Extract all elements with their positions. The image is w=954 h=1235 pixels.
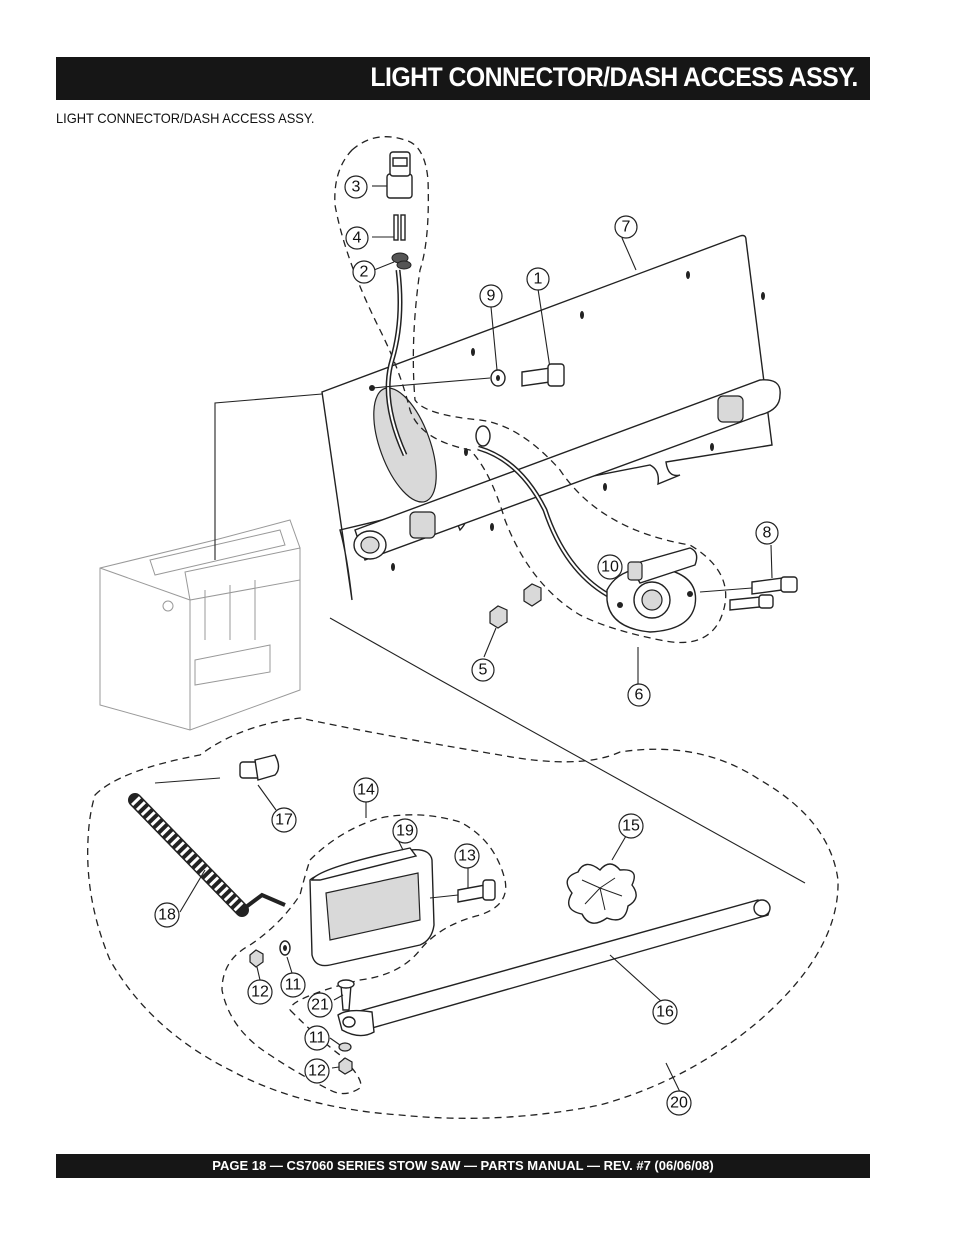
svg-text:5: 5 <box>479 662 488 679</box>
callout-19: 19 <box>392 818 418 844</box>
page-title: LIGHT CONNECTOR/DASH ACCESS ASSY. <box>370 62 859 92</box>
svg-text:16: 16 <box>656 1004 674 1021</box>
socket-screws <box>699 544 798 611</box>
frame-panel-leader-2 <box>329 617 806 884</box>
page-footer: PAGE 18 — CS7060 SERIES STOW SAW — PARTS… <box>212 1158 714 1173</box>
callout-16: 16 <box>652 999 678 1025</box>
access-rod <box>354 899 771 1031</box>
svg-text:6: 6 <box>635 687 644 704</box>
svg-text:11: 11 <box>285 977 302 994</box>
callout-11b: 11 <box>304 1025 330 1051</box>
svg-text:10: 10 <box>601 559 619 576</box>
svg-text:8: 8 <box>763 525 772 542</box>
svg-text:12: 12 <box>251 984 269 1001</box>
callout-2: 2 <box>352 260 376 284</box>
svg-text:20: 20 <box>670 1095 688 1112</box>
rod-clevis <box>329 979 375 1075</box>
footer-bar: PAGE 18 — CS7060 SERIES STOW SAW — PARTS… <box>56 1154 870 1178</box>
carriage-bolt-13 <box>429 867 496 903</box>
svg-text:17: 17 <box>275 812 293 829</box>
left-nut-washer <box>249 940 293 981</box>
dash-access-panel <box>321 234 781 601</box>
callout-17: 17 <box>271 807 297 833</box>
svg-text:15: 15 <box>622 818 640 835</box>
dash-bracket <box>309 839 435 967</box>
light-socket <box>606 547 698 685</box>
latch-knob <box>239 754 280 811</box>
callout-4: 4 <box>345 226 369 250</box>
callout-13: 13 <box>454 843 480 869</box>
svg-text:18: 18 <box>158 907 176 924</box>
callout-18: 18 <box>154 902 180 928</box>
callout-15: 15 <box>618 813 644 839</box>
rod-assy-outline <box>87 717 839 1119</box>
wire-seals <box>373 252 412 271</box>
callout-14: 14 <box>353 777 379 803</box>
callout-20: 20 <box>666 1090 692 1116</box>
callout-12b: 12 <box>304 1058 330 1084</box>
bracket-subgroup-outline <box>221 814 507 1095</box>
svg-text:2: 2 <box>360 264 369 281</box>
harness-group-outline <box>334 136 727 644</box>
svg-text:3: 3 <box>352 179 361 196</box>
svg-text:7: 7 <box>622 219 631 236</box>
saw-frame-illustration <box>99 519 301 731</box>
connector-plug <box>372 151 413 199</box>
svg-text:13: 13 <box>458 848 476 865</box>
callout-8: 8 <box>755 521 779 545</box>
svg-text:11: 11 <box>309 1030 326 1047</box>
callout-1: 1 <box>526 267 550 291</box>
hex-nuts <box>483 583 542 658</box>
svg-text:12: 12 <box>308 1063 326 1080</box>
title-bar: LIGHT CONNECTOR/DASH ACCESS ASSY. <box>56 57 870 100</box>
diagram-subtitle: LIGHT CONNECTOR/DASH ACCESS ASSY. <box>56 110 315 126</box>
spring-coil <box>128 777 286 917</box>
callout-12a: 12 <box>247 979 273 1005</box>
star-knob <box>566 835 637 924</box>
svg-text:21: 21 <box>311 997 329 1014</box>
callout-21: 21 <box>307 992 333 1018</box>
callout-5: 5 <box>471 658 495 682</box>
bolt-and-washer <box>371 288 565 389</box>
svg-text:19: 19 <box>396 823 414 840</box>
callout-6: 6 <box>627 683 651 707</box>
frame-panel-leader <box>214 393 323 560</box>
callout-7: 7 <box>614 215 638 239</box>
svg-text:1: 1 <box>534 271 543 288</box>
terminal-pins <box>372 214 406 241</box>
svg-text:14: 14 <box>357 782 375 799</box>
callout-3: 3 <box>344 175 368 199</box>
callout-10: 10 <box>597 554 623 580</box>
callout-9: 9 <box>479 284 503 308</box>
svg-text:9: 9 <box>487 288 496 305</box>
svg-text:4: 4 <box>353 230 362 247</box>
callout-11a: 11 <box>280 972 306 998</box>
